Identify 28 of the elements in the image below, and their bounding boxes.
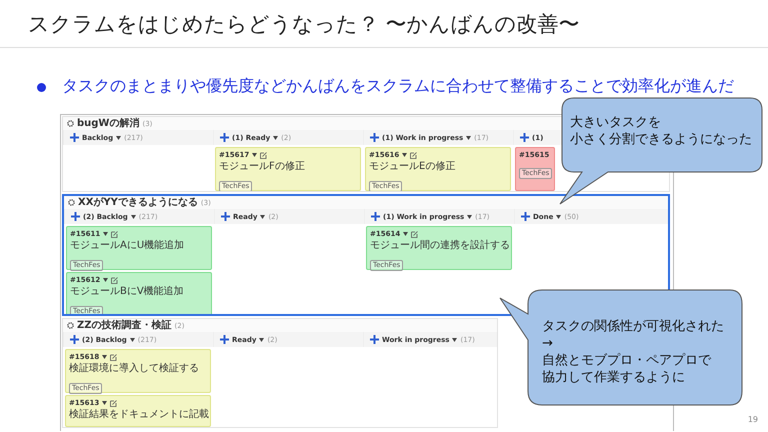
callout-text: 自然とモブプロ・ペアプロで協力して作業するように xyxy=(542,352,712,386)
swimlane-title: XXがYYできるようになる xyxy=(78,196,198,208)
bullet-text: タスクのまとまりや優先度などかんばんをスクラムに合わせて整備することで効率化が進んだ xyxy=(62,76,734,97)
swimlane-title: bugWの解消 xyxy=(77,118,140,130)
task-title: モジュールFの修正 xyxy=(219,160,306,173)
highlighted-swimlane xyxy=(62,194,670,316)
callout-text: 小さく分割できるようになった xyxy=(570,131,752,148)
task-card xyxy=(215,147,361,191)
task-card xyxy=(365,147,511,191)
task-card xyxy=(515,147,555,191)
task-card xyxy=(65,395,211,427)
swimlane xyxy=(62,318,498,428)
task-title: モジュールBにV機能追加 xyxy=(70,285,185,298)
callout-text: → xyxy=(542,335,554,352)
swimlane-title: ZZの技術調査・検証 xyxy=(77,320,172,332)
task-title: 検証結果をドキュメントに記載 xyxy=(69,408,207,421)
task-title: モジュールEの修正 xyxy=(369,160,456,173)
task-card xyxy=(366,226,512,270)
slide-title: スクラムをはじめたらどうなった？ 〜かんばんの改善〜 xyxy=(28,11,580,38)
callout-text: 大きいタスクを xyxy=(570,114,662,131)
task-card xyxy=(65,349,211,393)
task-card xyxy=(66,272,212,314)
callout-text: タスクの関係性が可視化された xyxy=(542,318,724,335)
task-card xyxy=(66,226,212,270)
task-title: 検証環境に導入して検証する xyxy=(69,362,200,375)
task-title: モジュール間の連携を設計する xyxy=(370,239,508,252)
task-title: モジュールAにU機能追加 xyxy=(70,239,186,252)
page-number: 19 xyxy=(748,415,758,424)
